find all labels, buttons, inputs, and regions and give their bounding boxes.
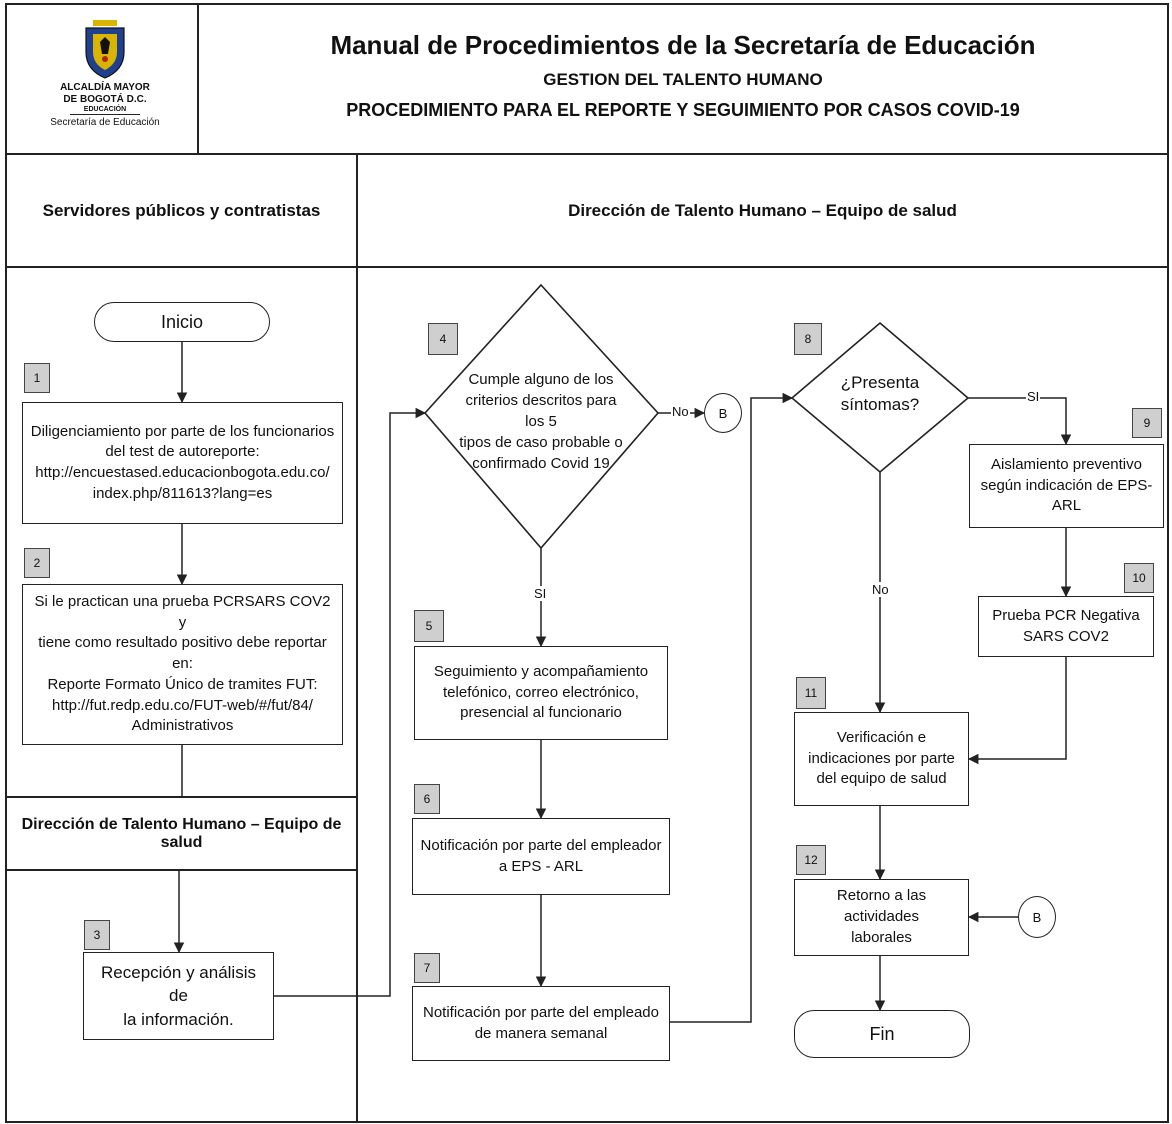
connector-b-in: B: [1018, 896, 1056, 938]
decision-diamond-4: [423, 283, 660, 550]
step-number-9: 9: [1132, 408, 1162, 438]
step-9-box: Aislamiento preventivo según indicación …: [969, 444, 1164, 528]
bogota-coat-of-arms-icon: [60, 18, 150, 82]
step-12-box: Retorno a las actividades laborales: [794, 879, 969, 956]
outer-frame: [5, 3, 1169, 1123]
step-number-11: 11: [796, 677, 826, 709]
branch-label-no-8: No: [871, 582, 890, 597]
branch-label-no-4: No: [671, 404, 690, 419]
step-number-4: 4: [428, 323, 458, 355]
logo-text: ALCALDÍA MAYOR DE BOGOTÁ D.C. EDUCACIÓN …: [50, 82, 160, 129]
step-5-box: Seguimiento y acompañamiento telefónico,…: [414, 646, 668, 740]
step-number-6: 6: [414, 784, 440, 814]
decision-diamond-8: [790, 321, 970, 474]
lane-title-lower-left: Dirección de Talento Humano – Equipo de …: [21, 815, 342, 851]
decision-4-text: Cumple alguno de los criterios descritos…: [459, 371, 623, 472]
step-7-box: Notificación por parte del empleado de m…: [412, 986, 670, 1061]
step-number-12: 12: [796, 845, 826, 875]
step-number-2: 2: [24, 548, 50, 578]
step-3-box: Recepción y análisis de la información.: [83, 952, 274, 1040]
step-10-box: Prueba PCR Negativa SARS COV2: [978, 596, 1154, 657]
start-terminal: Inicio: [94, 302, 270, 342]
step-number-8: 8: [794, 323, 822, 355]
branch-label-si-8: SI: [1026, 389, 1041, 404]
step-number-5: 5: [414, 610, 444, 642]
lane-title-right: Dirección de Talento Humano – Equipo de …: [568, 201, 957, 220]
procedure-title: PROCEDIMIENTO PARA EL REPORTE Y SEGUIMIE…: [346, 100, 1020, 120]
step-2-box: Si le practican una prueba PCRSARS COV2 …: [22, 584, 343, 745]
step-number-1: 1: [24, 363, 50, 393]
connector-b-out: B: [704, 393, 742, 433]
branch-label-si-4: SI: [533, 586, 548, 601]
step-number-7: 7: [414, 953, 440, 983]
page-title: Manual de Procedimientos de la Secretarí…: [330, 30, 1036, 60]
page-subtitle: GESTION DEL TALENTO HUMANO: [543, 70, 823, 89]
step-6-box: Notificación por parte del empleador a E…: [412, 818, 670, 895]
decision-8-text: ¿Presenta síntomas?: [840, 373, 920, 415]
lane-title-left: Servidores públicos y contratistas: [42, 201, 321, 220]
step-11-box: Verificación e indicaciones por parte de…: [794, 712, 969, 806]
end-terminal: Fin: [794, 1010, 970, 1058]
step-number-10: 10: [1124, 563, 1154, 593]
step-1-box: Diligenciamiento por parte de los funcio…: [22, 402, 343, 524]
step-number-3: 3: [84, 920, 110, 950]
